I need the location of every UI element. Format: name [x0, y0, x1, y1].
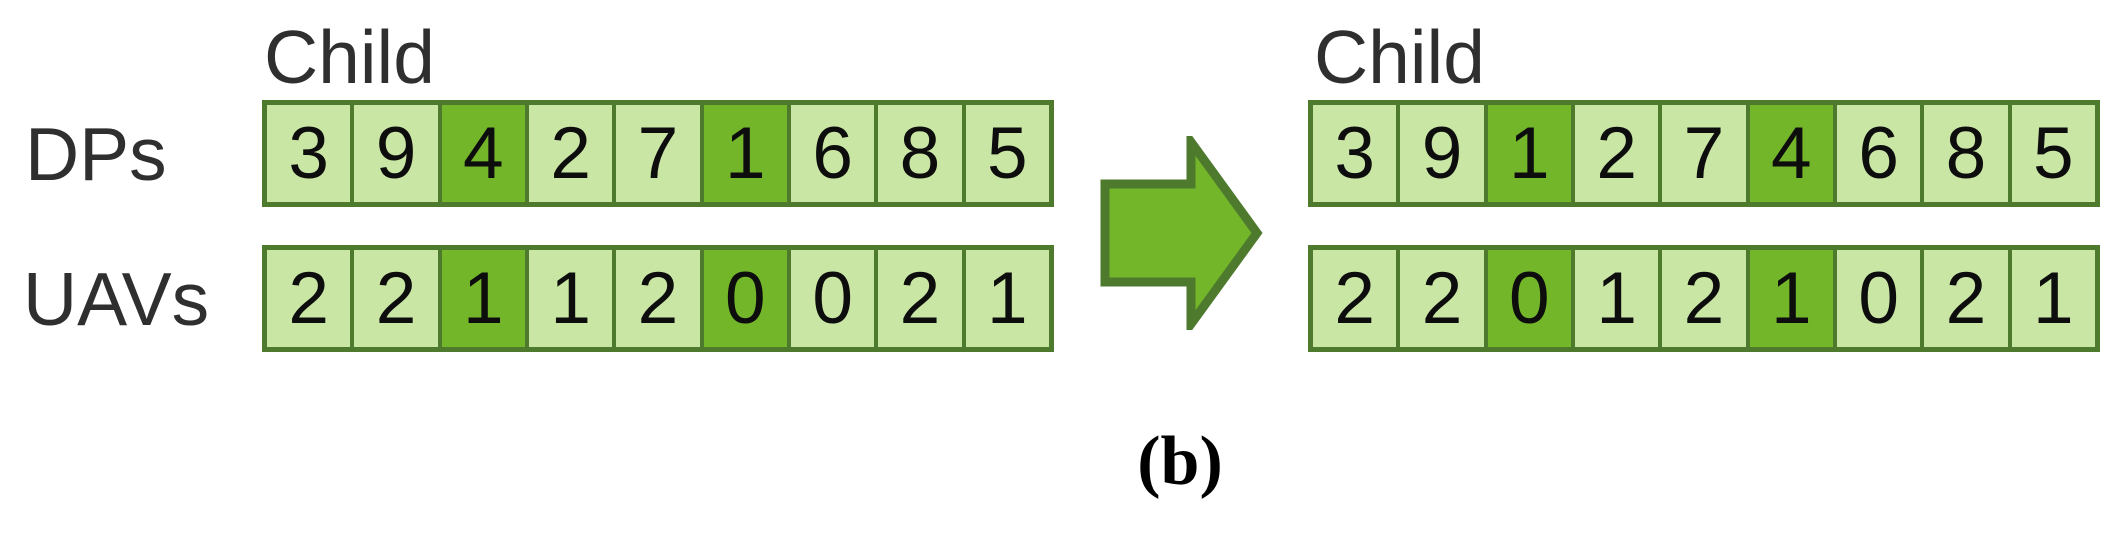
gene-cell: 2: [1658, 250, 1746, 347]
gene-cell: 0: [1483, 250, 1571, 347]
gene-cell: 0: [786, 250, 875, 347]
gene-cell: 9: [350, 105, 438, 202]
right-arrow-shape: [1100, 128, 1263, 338]
uavs-row-label: UAVs: [23, 257, 210, 341]
gene-cell: 7: [1658, 105, 1746, 202]
gene-cell: 2: [350, 250, 438, 347]
figure-caption: (b): [1137, 423, 1223, 500]
gene-cell: 7: [612, 105, 700, 202]
gene-cell: 2: [1920, 250, 2008, 347]
gene-cell: 2: [1313, 250, 1397, 347]
gene-cell: 1: [437, 250, 525, 347]
gene-cell: 0: [1832, 250, 1921, 347]
gene-cell: 2: [1396, 250, 1484, 347]
gene-cell: 5: [961, 105, 1049, 202]
gene-cell: 1: [1570, 250, 1659, 347]
gene-cell: 8: [1920, 105, 2008, 202]
gene-cell: 8: [874, 105, 962, 202]
gene-cell: 1: [524, 250, 613, 347]
gene-cell: 2: [1570, 105, 1659, 202]
gene-cell: 3: [1313, 105, 1397, 202]
gene-cell: 0: [699, 250, 787, 347]
gene-cell: 2: [267, 250, 351, 347]
gene-cell: 4: [437, 105, 525, 202]
transition-arrow-icon: [1100, 128, 1264, 338]
gene-cell: 6: [786, 105, 875, 202]
gene-cell: 1: [1745, 250, 1833, 347]
gene-cell: 2: [612, 250, 700, 347]
child-title-before: Child: [264, 15, 435, 99]
gene-cell: 2: [524, 105, 613, 202]
gene-cell: 4: [1745, 105, 1833, 202]
gene-cell: 5: [2007, 105, 2095, 202]
dps-row-label: DPs: [25, 112, 167, 196]
gene-cell: 9: [1396, 105, 1484, 202]
gene-cell: 1: [2007, 250, 2095, 347]
child-title-after: Child: [1314, 15, 1485, 99]
gene-cell: 1: [1483, 105, 1571, 202]
gene-cell: 6: [1832, 105, 1921, 202]
gene-cell: 2: [874, 250, 962, 347]
gene-cell: 1: [961, 250, 1049, 347]
gene-cell: 1: [699, 105, 787, 202]
gene-cell: 3: [267, 105, 351, 202]
